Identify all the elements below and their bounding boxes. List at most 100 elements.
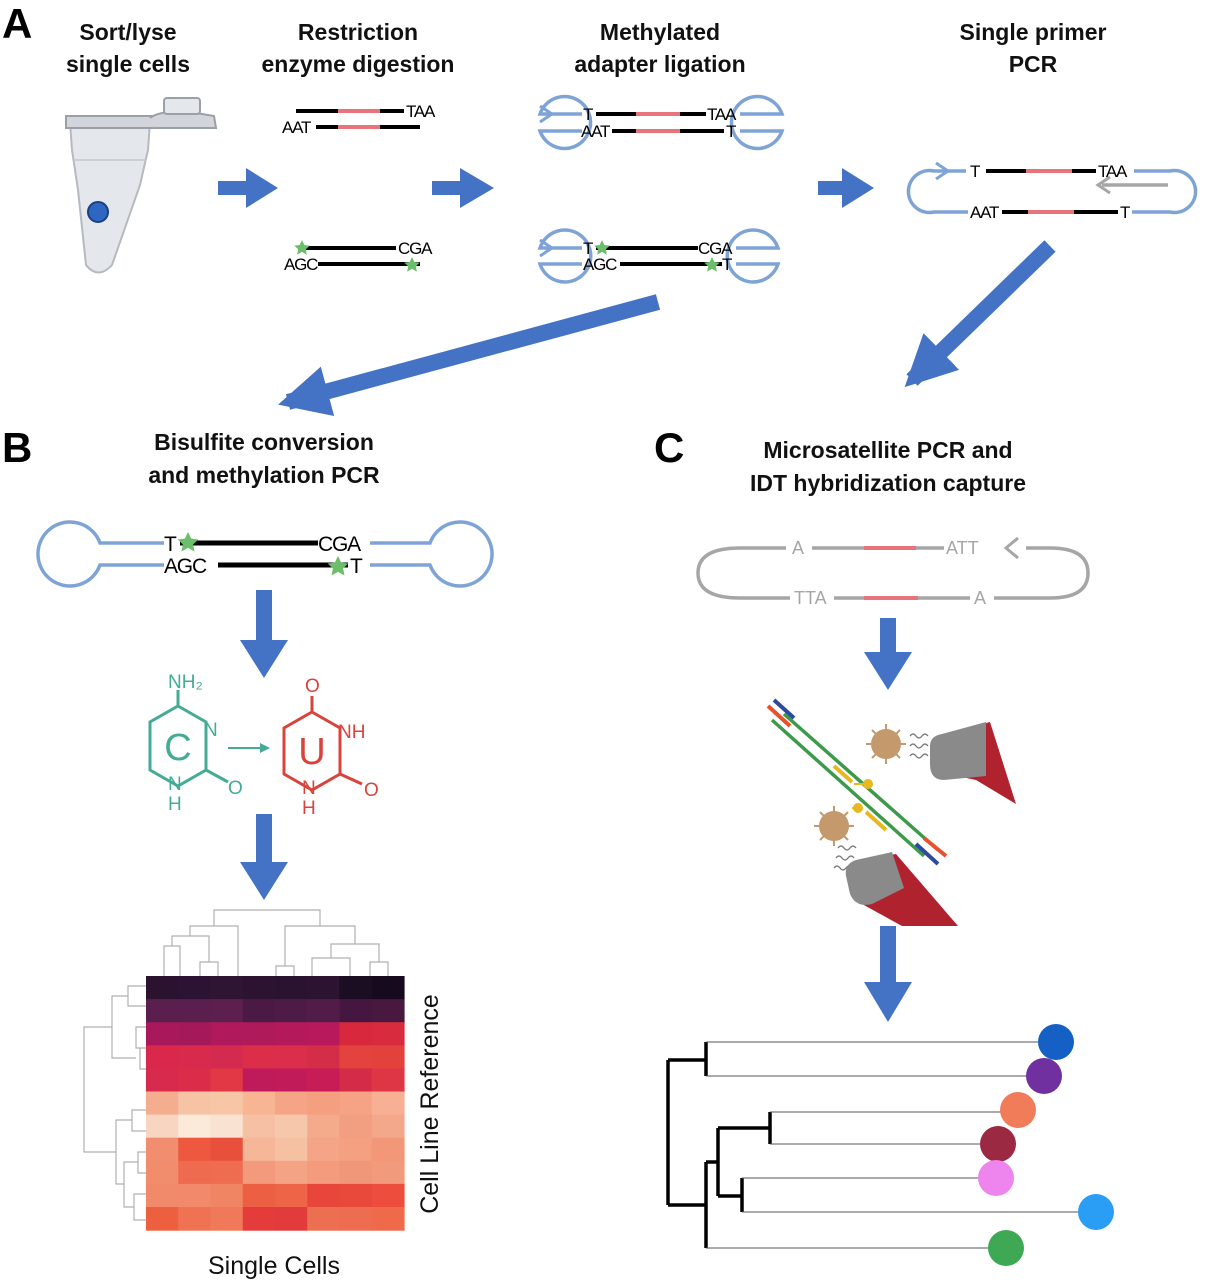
heatmap-cell [242,1114,276,1139]
heatmap-cell [146,999,179,1023]
svg-text:CGA: CGA [318,533,361,556]
svg-text:C: C [164,727,191,769]
heatmap-cell [275,1160,308,1185]
arrow-icon [818,168,874,208]
tree-leaf [1000,1092,1036,1128]
heatmap-ylabel: Cell Line Reference [416,994,444,1214]
arrow-icon [864,618,912,690]
tree-leaf [1026,1058,1062,1094]
arrow-icon [904,240,1056,388]
microsatellite-fragment: A ATT TTA A [696,536,1090,608]
heatmap-cell [307,1160,341,1185]
heatmap-cell [275,1207,308,1231]
heatmap-cell [210,1045,244,1069]
svg-text:TTA: TTA [794,588,827,608]
heatmap-cell [371,1114,405,1139]
svg-text:N: N [204,720,218,741]
methyl-star-icon [294,240,310,255]
svg-text:O: O [305,676,320,697]
svg-text:PCR: PCR [1009,51,1058,77]
svg-text:A: A [974,588,986,608]
svg-text:IDT hybridization capture: IDT hybridization capture [750,470,1026,496]
heatmap-cell [275,1183,308,1208]
flow-arrows [218,168,1056,417]
bisulfite-fragment: T CGA AGC T [36,520,494,588]
arrow-icon [864,926,912,1022]
arrow-icon [278,294,661,417]
heatmap-cell [146,1045,179,1069]
svg-text:CGA: CGA [698,239,733,258]
methyl-star-icon [704,257,720,272]
heatmap-cell [371,1022,405,1046]
svg-text:O: O [228,778,243,799]
heatmap-cell [371,1183,405,1208]
svg-text:TAA: TAA [707,105,737,124]
tree-leaves [978,1024,1114,1266]
methyl-star-icon [594,240,610,255]
heatmap-cell [178,976,212,1000]
heatmap-cell [339,1091,373,1116]
heatmap-cell [307,1137,341,1162]
svg-text:AGC: AGC [284,255,318,274]
heatmap-grid [146,976,405,1231]
heatmap-cell [371,1137,405,1162]
svg-text:Methylated: Methylated [600,19,720,45]
heatmap-cell [242,1207,276,1231]
panel-letter-c: C [654,424,684,471]
svg-text:NH₂: NH₂ [168,672,203,693]
tree-leaf [980,1126,1016,1162]
heatmap-cell [371,1160,405,1185]
heatmap-cell [210,976,244,1000]
streptavidin-icon [866,724,906,764]
heatmap-cell [339,1207,373,1231]
panel-b-title: Bisulfite conversion and methylation PCR [148,429,380,488]
uracil-structure: U O NH N H O [282,676,379,819]
heatmap-cell [210,1114,244,1139]
cell-dot [87,201,109,223]
cytosine-structure: C NH₂ N N H O [148,672,243,815]
svg-text:T: T [583,105,593,124]
magnetic-bead-icon [845,852,958,926]
heatmap-cell [146,1114,179,1139]
svg-text:H: H [302,798,316,819]
heatmap-row-dendrogram [83,985,146,1221]
step-title-restriction-digestion: Restriction enzyme digestion [262,19,455,77]
digest-fragment-taa: TAA AAT [282,102,437,137]
svg-text:T: T [970,162,980,181]
streptavidin-icon [814,806,854,846]
digest-fragment-cga: CGA AGC [284,239,434,274]
arrow-icon [240,814,288,900]
heatmap-cell [307,1207,341,1231]
heatmap-cell [178,999,212,1023]
heatmap-cell [371,1045,405,1069]
heatmap-cell [275,1068,308,1093]
heatmap-cell [307,1045,341,1069]
magnetic-bead-icon [930,722,1016,804]
ligated-fragment-cga: T CGA AGC T [537,228,781,284]
svg-text:T: T [1120,203,1130,222]
svg-text:AGC: AGC [583,255,617,274]
heatmap-cell [339,1137,373,1162]
phylogenetic-tree [666,1041,1096,1249]
svg-text:U: U [298,731,325,773]
step-title-sort-lyse: Sort/lyse single cells [66,19,190,77]
svg-text:A: A [792,538,804,558]
svg-text:Sort/lyse: Sort/lyse [79,19,176,45]
heatmap-cell [146,976,179,1000]
heatmap-cell [307,1091,341,1116]
heatmap-cell [210,999,244,1023]
heatmap-cell [242,976,276,1000]
conversion-arrowhead-icon [260,743,270,753]
svg-text:Microsatellite PCR and: Microsatellite PCR and [763,437,1012,463]
heatmap-cell [242,999,276,1023]
svg-text:T: T [726,122,736,141]
heatmap-cell [146,1091,179,1116]
svg-text:O: O [364,780,379,801]
tree-leaf [1078,1194,1114,1230]
heatmap-cell [178,1160,212,1185]
svg-text:ATT: ATT [946,538,979,558]
heatmap-cell [178,1045,212,1069]
panel-letter-a: A [2,0,32,47]
svg-text:N: N [302,778,316,799]
heatmap-cell [242,1160,276,1185]
